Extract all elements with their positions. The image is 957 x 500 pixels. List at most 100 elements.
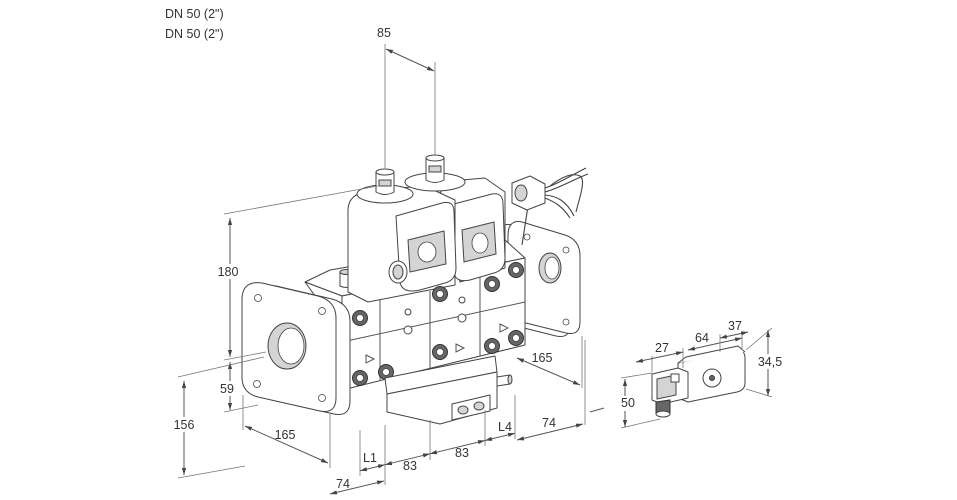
dimension-left-depth: 165 bbox=[242, 395, 331, 468]
label-bg bbox=[755, 354, 785, 369]
dim-label: 50 bbox=[621, 396, 635, 410]
dimension-bottom-left: 74 bbox=[329, 477, 385, 495]
dimension-line bbox=[244, 425, 329, 464]
label-bg bbox=[215, 264, 243, 279]
left-flange-bore-inner bbox=[277, 327, 305, 365]
cap-2-nut bbox=[428, 165, 442, 173]
dim-label: 27 bbox=[655, 341, 669, 355]
flow-arrow-icon bbox=[455, 343, 466, 353]
body-band-line bbox=[341, 301, 526, 343]
extension-line bbox=[177, 465, 246, 479]
knob bbox=[432, 286, 448, 302]
flow-arrow-icon bbox=[365, 354, 376, 364]
dim-label: 37 bbox=[728, 319, 742, 333]
knob bbox=[484, 338, 500, 354]
knob bbox=[508, 330, 524, 346]
left-flange bbox=[241, 282, 351, 415]
dim-label: 64 bbox=[695, 331, 709, 345]
head-1-emblem bbox=[417, 241, 437, 263]
solenoid-head-1 bbox=[347, 185, 457, 303]
connector-detail bbox=[651, 345, 746, 418]
extension-line bbox=[620, 372, 653, 379]
head-1-plug-inner bbox=[392, 264, 404, 280]
cable-wire bbox=[544, 197, 571, 219]
bolt-hole bbox=[562, 318, 570, 326]
dimension-line bbox=[687, 337, 743, 351]
body-modules bbox=[352, 262, 524, 386]
label-bg bbox=[617, 396, 639, 411]
dimension-line bbox=[359, 464, 386, 472]
plug-housing bbox=[511, 175, 546, 211]
dimension-right-bottom: 74 bbox=[516, 340, 605, 441]
electrical-plug bbox=[511, 167, 589, 246]
dimension-chain: L1 83 83 L4 bbox=[359, 395, 516, 485]
cap-2-top bbox=[425, 154, 445, 162]
dim-label: 83 bbox=[455, 446, 469, 460]
cable-wire bbox=[544, 173, 589, 193]
bolt-hole bbox=[318, 307, 326, 315]
cap-1-top bbox=[375, 168, 395, 176]
dim-label: L4 bbox=[498, 420, 512, 434]
dimension-right-depth: 165 bbox=[516, 336, 583, 388]
label-bg bbox=[216, 381, 238, 396]
dimension-line bbox=[329, 480, 385, 495]
dim-label: 85 bbox=[377, 26, 391, 40]
bolt-end bbox=[507, 374, 513, 385]
test-point bbox=[403, 325, 413, 335]
dim-label: 165 bbox=[532, 351, 553, 365]
extension-line bbox=[223, 404, 259, 413]
knob bbox=[352, 310, 368, 326]
dim-label: 59 bbox=[220, 382, 234, 396]
bolt-hole bbox=[523, 233, 531, 241]
solenoid-head-2 bbox=[439, 177, 506, 283]
plug-lead bbox=[521, 205, 529, 246]
cable-wire bbox=[544, 194, 575, 217]
bolt-hole bbox=[318, 394, 326, 402]
bolt-hole bbox=[253, 380, 261, 388]
dimension-top: 85 bbox=[377, 26, 436, 168]
dim-label: 74 bbox=[336, 477, 350, 491]
knob bbox=[484, 276, 500, 292]
cap-1-nut bbox=[378, 179, 392, 187]
knob bbox=[432, 344, 448, 360]
knob bbox=[508, 262, 524, 278]
dimension-line bbox=[589, 407, 605, 413]
dim-label: 83 bbox=[403, 459, 417, 473]
cable-wire bbox=[544, 167, 587, 189]
dim-label: 34,5 bbox=[758, 355, 782, 369]
flow-arrow-icon bbox=[499, 323, 510, 333]
dim-label: 180 bbox=[218, 265, 239, 279]
dimension-line bbox=[384, 453, 431, 466]
panel-oval bbox=[473, 401, 485, 411]
connector-screw-center bbox=[709, 375, 715, 381]
dimension-line bbox=[516, 357, 581, 386]
cap-1 bbox=[356, 168, 414, 204]
extension-line bbox=[223, 351, 267, 361]
dimension-line bbox=[385, 48, 435, 72]
dimension-line bbox=[484, 432, 516, 441]
test-point bbox=[457, 313, 467, 323]
cap-2 bbox=[404, 154, 466, 192]
bolt-hole bbox=[562, 246, 570, 254]
label-bg bbox=[170, 417, 198, 432]
cable-gland-end bbox=[655, 410, 671, 418]
connector-dimensions: 27 64 37 34,5 50 bbox=[617, 319, 785, 429]
dimension-line bbox=[719, 331, 749, 339]
extension-line bbox=[177, 356, 265, 378]
dimension-line bbox=[516, 423, 584, 441]
panel-oval bbox=[457, 405, 469, 415]
cable-wire bbox=[549, 174, 584, 213]
dim-label: 74 bbox=[542, 416, 556, 430]
test-point bbox=[458, 296, 466, 304]
extension-line bbox=[620, 418, 661, 429]
dim-label: 165 bbox=[275, 428, 296, 442]
connector-plug-marker bbox=[670, 373, 680, 383]
dimension-line bbox=[635, 351, 684, 363]
dimension-line bbox=[429, 440, 486, 455]
title-line-2: DN 50 (2") bbox=[165, 27, 224, 41]
bolt-hole bbox=[254, 294, 262, 302]
knob bbox=[352, 370, 368, 386]
test-point bbox=[404, 308, 412, 316]
knob bbox=[378, 364, 394, 380]
dimension-left-heights: 180 59 156 bbox=[170, 185, 379, 479]
